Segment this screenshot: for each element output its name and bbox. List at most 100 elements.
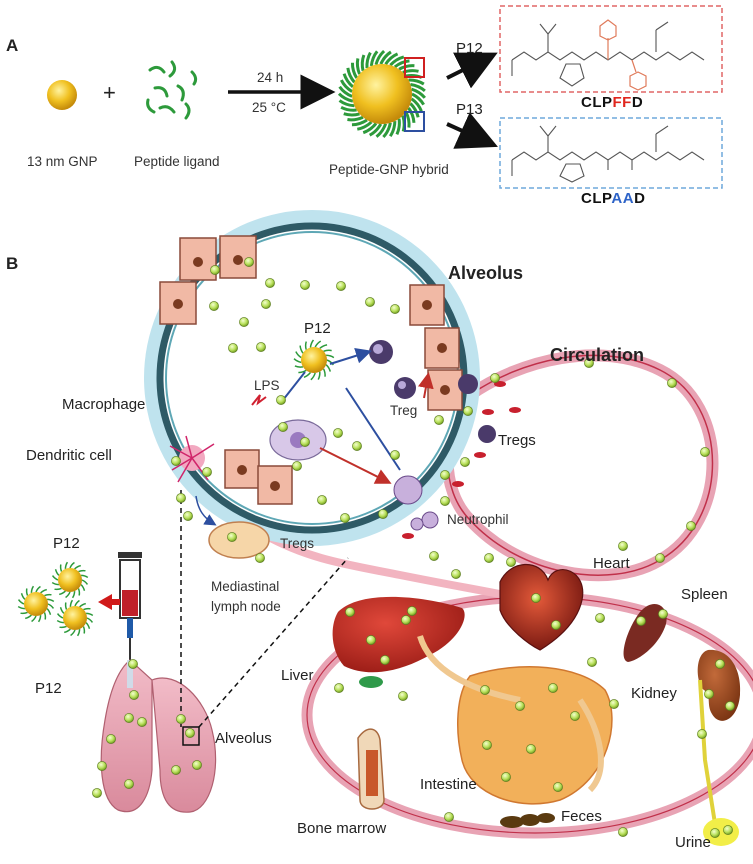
peptide-strand [295,351,302,359]
peptide-strand [388,121,397,138]
peptide-strand [398,64,415,71]
gold-core [301,347,327,373]
peptide-strand [365,51,372,69]
p12-phenyl-rings [599,19,647,91]
peptide-strand [342,73,354,88]
nanoparticle-dot [482,740,492,750]
mediastinal-label-2: lymph node [211,599,281,614]
nanoparticle-dot [336,281,346,291]
nanoparticle-dot [697,729,707,739]
nanoparticle-dot [97,761,107,771]
nanoparticle-dot [378,509,388,519]
nanoparticle-dot [440,470,450,480]
p12-center-label: P12 [304,320,331,337]
nanoparticle-dot [210,265,220,275]
peptide-strand [78,569,86,573]
nanoparticle-dot [334,683,344,693]
nanoparticle-dot [480,685,490,695]
nanoparticle-dot [515,701,525,711]
panel-label-a: A [6,36,19,55]
peptide-strand [303,372,312,378]
gold-core [58,568,82,592]
nanoparticle-dot [278,422,288,432]
gnp-label: 13 nm GNP [27,154,98,169]
peptide-strand [411,87,426,99]
nanoparticle-dot [137,717,147,727]
peptide-strand [368,123,383,137]
peptide-strand [304,341,307,350]
peptide-strand [298,369,307,374]
nanoparticle-dot [725,701,735,711]
liver-label: Liver [281,667,314,684]
peptide-strand [59,607,65,614]
intestine-label: Intestine [420,776,477,793]
nanoparticle-dot [202,467,212,477]
peptide-strand [411,92,425,106]
nanoparticle-dot [407,606,417,616]
nanoparticle-dot [398,691,408,701]
nanoparticle-dot [300,280,310,290]
nanoparticle-dot [92,788,102,798]
nanoparticle-dot [501,772,511,782]
tregs-lymph-label: Tregs [280,536,315,551]
nanoparticle-dot [261,299,271,309]
peptide-strand [350,62,358,79]
p12-highlight-box [404,57,425,78]
intestine-icon [457,666,613,805]
peptide-strand [346,67,356,84]
treg-inner-label: Treg [390,403,418,418]
nanoparticle-dot [587,657,597,667]
neutrophils [393,475,439,531]
nanoparticle-dot [710,828,720,838]
nanoparticle-dot [526,744,536,754]
peptide-strand [86,612,94,617]
peptide-strand [407,107,416,123]
nanoparticle-dot [239,317,249,327]
p12-sequence-part: CLP [581,94,613,111]
p13-structure [511,125,705,183]
alveolus-lung-label: Alveolus [215,730,272,747]
macrophage-label: Macrophage [62,396,146,413]
nanoparticle-dot [171,765,181,775]
p13-sequence-part: AA [611,190,635,207]
peptide-strand [322,368,326,377]
peptide-strand [347,115,364,122]
peptide-strand [25,588,29,596]
nanoparticle-dot [686,521,696,531]
hybrid-label: Peptide-GNP hybrid [329,162,449,177]
peptide-strand [44,593,52,597]
nanoparticle-dot [255,553,265,563]
lps-label: LPS [254,378,280,393]
peptide-strand [369,50,379,67]
nanoparticle-dot [595,613,605,623]
feces-label: Feces [561,808,602,825]
peptide-strand [356,120,373,131]
peptide-strand [325,364,332,372]
peptide-strand [37,615,42,623]
peptide-strand [309,339,315,348]
peptide-strand [74,564,81,570]
alveolus-zoom-box [182,726,200,746]
p13-label: P13 [456,101,483,118]
nanoparticle-dot [128,659,138,669]
syringe-icon [118,552,142,660]
nanoparticle-dot [171,456,181,466]
p13-highlight-box [404,111,425,132]
peptide-strand [47,603,55,609]
nanoparticle-dot [715,659,725,669]
nanoparticle-dot [256,342,266,352]
peptide-strand [340,105,357,112]
peptide-strand [64,602,68,610]
nanoparticle-dot [366,635,376,645]
p12-hybrid-center [293,339,335,381]
peptide-strand [46,608,52,615]
treg-up-arrow [417,372,434,399]
nanoparticle-dot [490,373,500,383]
nanoparticle-dot [618,541,628,551]
peptide-strand [375,123,388,138]
peptide-strand [17,599,25,605]
spleen-label: Spleen [681,586,728,603]
treg-cells [369,340,496,443]
peptide-strand [338,99,355,108]
p13-sequence-part: CLP [581,190,612,207]
